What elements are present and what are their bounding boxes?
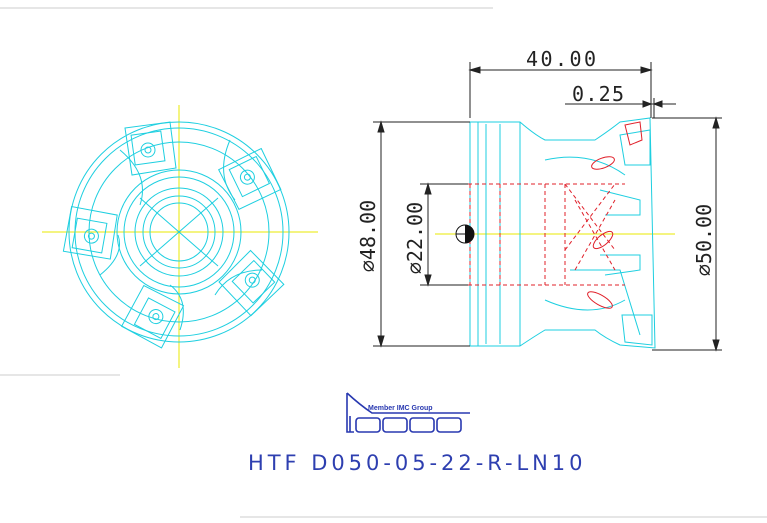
dim-body-diameter: ⌀48.00 [356, 200, 380, 272]
section-symbol-icon [455, 224, 475, 244]
logo-tagline: Member IMC Group [368, 405, 433, 412]
dimension-lines [373, 62, 722, 352]
dim-overall-length: 40.00 [526, 47, 596, 71]
front-view [42, 105, 318, 368]
iscar-logo-icon: Member IMC Group [346, 392, 470, 433]
dim-cutting-diameter: ⌀50.00 [692, 204, 716, 276]
dim-offset: 0.25 [572, 82, 624, 106]
tool-designation: HTF D050-05-22-R-LN10 [248, 451, 584, 475]
dim-bore-diameter: ⌀22.00 [403, 202, 427, 274]
side-view [435, 117, 675, 349]
